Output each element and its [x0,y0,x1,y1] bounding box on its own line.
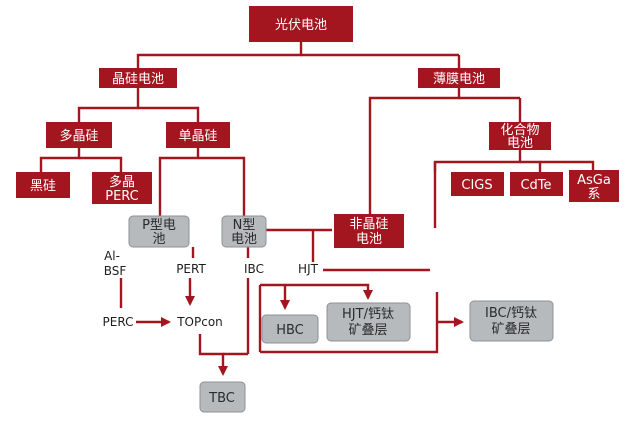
svg-text:PERC: PERC [105,189,139,204]
svg-text:TBC: TBC [208,391,235,406]
connectors [39,42,595,377]
n-type-node: N型 电池 [221,215,267,248]
svg-text:多晶: 多晶 [109,174,135,190]
svg-text:薄膜电池: 薄膜电池 [433,72,485,87]
svg-text:电池: 电池 [356,232,382,247]
svg-text:AsGa: AsGa [577,173,611,188]
svg-text:电池: 电池 [231,232,257,247]
topcon-label: TOPcon [176,315,223,329]
black-silicon-node: 黑硅 [16,172,70,198]
hbc-node: HBC [261,314,319,344]
compound-node: 化合物 电池 [489,122,551,151]
svg-text:非晶硅: 非晶硅 [349,217,388,232]
svg-text:单晶硅: 单晶硅 [178,129,217,144]
perc-label: PERC [103,315,134,329]
svg-text:黑硅: 黑硅 [30,179,56,194]
cdte-node: CdTe [510,172,563,196]
svg-text:矿叠层: 矿叠层 [348,323,387,338]
svg-text:IBC/钙钛: IBC/钙钛 [485,306,537,321]
svg-text:晶硅电池: 晶硅电池 [112,72,164,87]
ibc-label: IBC [244,262,264,276]
svg-text:光伏电池: 光伏电池 [275,18,327,33]
pert-label: PERT [176,262,206,276]
poly-perc-node: 多晶 PERC [92,172,152,204]
svg-text:池: 池 [152,232,165,247]
ibc-perovskite-node: IBC/钙钛 矿叠层 [469,300,554,342]
svg-text:P型电: P型电 [142,218,176,233]
svg-text:系: 系 [587,187,600,202]
asga-node: AsGa 系 [569,170,619,202]
al-bsf-label-line2: BSF [104,264,127,278]
polysilicon-node: 多晶硅 [46,122,112,148]
svg-text:电池: 电池 [507,136,533,151]
hjt-perovskite-node: HJT/钙钛 矿叠层 [326,302,411,342]
root-node: 光伏电池 [249,6,353,42]
svg-text:HJT/钙钛: HJT/钙钛 [342,307,394,322]
p-type-node: P型电 池 [128,215,190,248]
thin-film-node: 薄膜电池 [418,68,500,88]
svg-text:化合物: 化合物 [500,123,539,138]
al-bsf-label: Al- [104,249,120,263]
svg-text:CIGS: CIGS [461,178,492,193]
svg-text:矿叠层: 矿叠层 [491,322,530,337]
monosilicon-node: 单晶硅 [166,122,230,148]
crystalline-node: 晶硅电池 [99,68,177,88]
amorphous-node: 非晶硅 电池 [334,214,404,248]
tbc-node: TBC [199,381,246,413]
svg-text:N型: N型 [233,218,256,233]
svg-text:HBC: HBC [276,323,304,338]
cigs-node: CIGS [451,172,504,196]
svg-text:CdTe: CdTe [520,178,551,193]
hjt-label: HJT [298,262,319,276]
svg-text:多晶硅: 多晶硅 [59,128,98,144]
